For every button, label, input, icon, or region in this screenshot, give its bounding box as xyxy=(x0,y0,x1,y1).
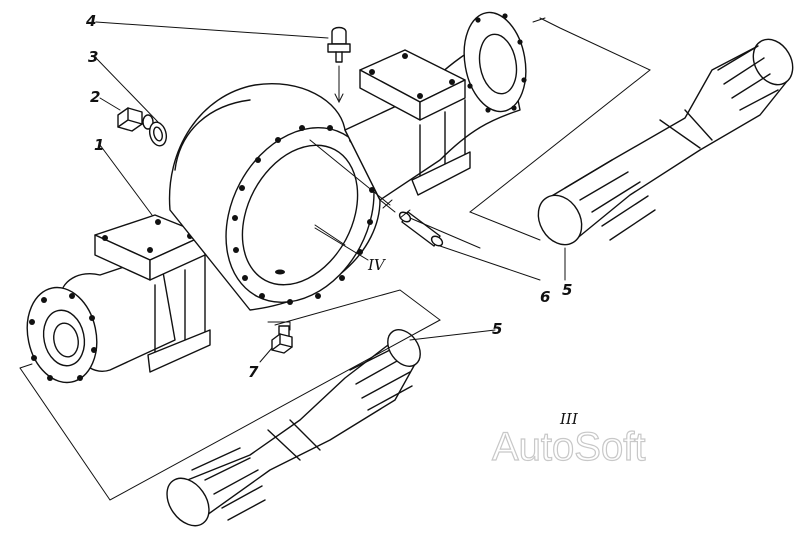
label-view-iii: III xyxy=(559,410,579,428)
label-part-7: 7 xyxy=(248,363,259,381)
half-shaft-lower xyxy=(166,329,421,527)
label-part-6: 6 xyxy=(540,288,550,306)
fill-plug-7 xyxy=(271,325,293,354)
breather-4 xyxy=(327,26,351,104)
label-view-iv: IV xyxy=(367,256,387,274)
half-shaft-upper xyxy=(537,38,794,246)
label-part-2: 2 xyxy=(90,88,100,106)
label-part-5-upper: 5 xyxy=(562,281,572,299)
label-part-1: 1 xyxy=(94,136,104,154)
assembly-lines xyxy=(19,17,651,501)
label-part-5-lower: 5 xyxy=(492,320,502,338)
watermark-autosoft: AutoSoft xyxy=(492,425,645,469)
label-part-4: 4 xyxy=(85,12,96,30)
dowel-pin-6 xyxy=(398,211,444,247)
label-part-3: 3 xyxy=(88,48,98,66)
washer-3 xyxy=(148,121,168,147)
leader-lines xyxy=(95,21,566,363)
axle-housing xyxy=(26,11,527,384)
